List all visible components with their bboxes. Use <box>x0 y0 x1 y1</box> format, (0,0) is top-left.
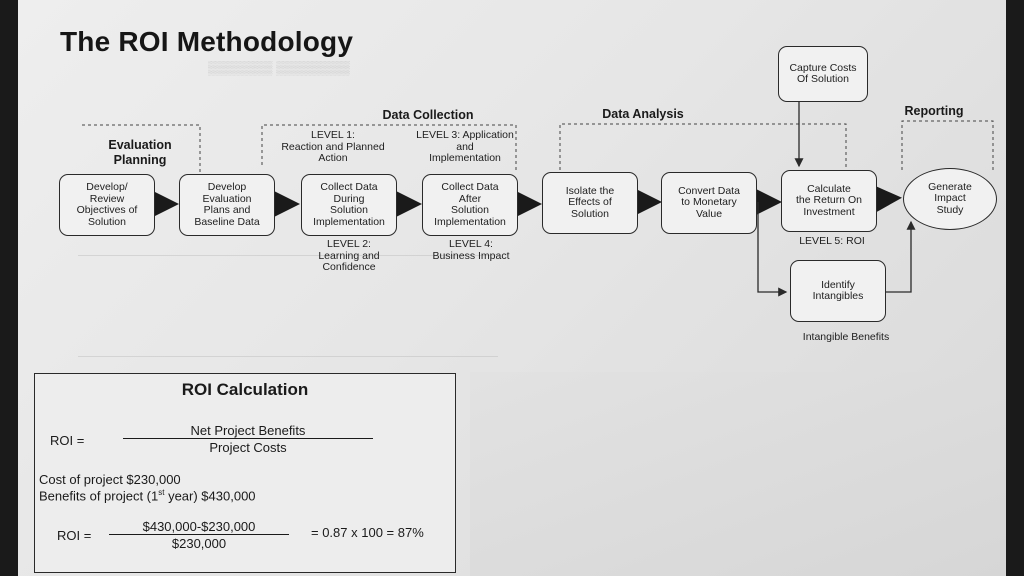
example-numerator: $430,000-$230,000 <box>142 519 256 534</box>
node-develop-evaluation: Develop Evaluation Plans and Baseline Da… <box>179 174 275 236</box>
bracket-reporting <box>901 120 994 172</box>
roi-label-formula: ROI = <box>50 433 85 448</box>
label-intangible-benefits: Intangible Benefits <box>802 331 890 343</box>
arrow-intangibles-to-report <box>886 220 916 293</box>
flow-arrows <box>139 179 902 224</box>
dashed-brackets <box>82 120 994 175</box>
node-generate-impact-study: Generate Impact Study <box>903 168 997 230</box>
node-calculate-roi: Calculate the Return On Investment <box>781 170 877 232</box>
label-level-5: LEVEL 5: ROI <box>799 235 865 247</box>
bleed-through-block <box>78 255 498 357</box>
node-identify-intangibles: Identify Intangibles <box>790 260 886 322</box>
node-convert-monetary: Convert Data to Monetary Value <box>661 172 757 234</box>
section-data-analysis: Data Analysis <box>602 107 684 121</box>
bracket-data-collection <box>261 124 517 170</box>
roi-calculation-title: ROI Calculation <box>181 380 309 399</box>
example-fraction-line <box>109 534 289 535</box>
label-level-2: LEVEL 2: Learning and Confidence <box>318 238 380 273</box>
node-capture-costs: Capture Costs Of Solution <box>778 46 868 102</box>
benefits-suffix: year) $430,000 <box>164 488 256 504</box>
example-result: = 0.87 x 100 = 87% <box>311 525 424 540</box>
roi-calculation-box: ROI Calculation ROI = Net Project Benefi… <box>34 373 456 573</box>
formula-fraction-line <box>123 438 373 439</box>
bleed-through-text: ▒▒▒▒▒▒▒ ▒▒▒▒▒▒▒▒ <box>208 60 350 75</box>
formula-denominator: Project Costs <box>209 440 287 455</box>
node-develop-objectives: Develop/ Review Objectives of Solution <box>59 174 155 236</box>
document-page: The ROI Methodology ▒▒▒▒▒▒▒ ▒▒▒▒▒▒▒▒ <box>18 0 1006 576</box>
node-isolate-effects: Isolate the Effects of Solution <box>542 172 638 234</box>
label-level-4: LEVEL 4: Business Impact <box>432 238 510 262</box>
label-level-1: LEVEL 1: Reaction and Planned Action <box>281 129 385 164</box>
label-level-3: LEVEL 3: Application and Implementation <box>416 129 514 164</box>
roi-label-example: ROI = <box>57 528 92 543</box>
arrow-to-intangibles <box>757 202 788 297</box>
example-denominator: $230,000 <box>171 536 227 551</box>
node-collect-during: Collect Data During Solution Implementat… <box>301 174 397 236</box>
benefits-superscript: st <box>158 488 165 497</box>
node-collect-after: Collect Data After Solution Implementati… <box>422 174 518 236</box>
blank-folded-area <box>470 372 1006 576</box>
section-data-collection: Data Collection <box>382 108 474 122</box>
benefits-prefix: Benefits of project (1 <box>39 488 159 504</box>
section-reporting: Reporting <box>904 104 964 118</box>
flow-connectors <box>82 102 994 297</box>
bracket-evaluation-planning <box>82 124 201 175</box>
section-evaluation-planning: Evaluation Planning <box>108 138 172 167</box>
arrow-7 <box>861 179 902 220</box>
page-title: The ROI Methodology <box>60 26 354 57</box>
benefits-of-project: Benefits of project (1st year) $430,000 <box>39 488 256 503</box>
bracket-data-analysis <box>559 123 847 170</box>
formula-numerator: Net Project Benefits <box>190 423 306 438</box>
cost-of-project: Cost of project $230,000 <box>39 472 181 487</box>
